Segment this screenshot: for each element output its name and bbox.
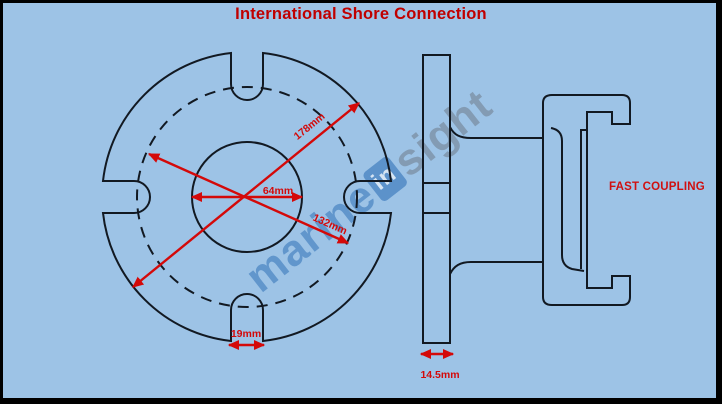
coupling-bore-line	[550, 127, 585, 272]
fast-coupling-label: FAST COUPLING	[609, 181, 705, 193]
dim-arrow-outer-diameter	[132, 102, 360, 288]
dim-label-outer-diameter: 178mm	[292, 111, 328, 143]
neck-top-line	[449, 126, 543, 139]
neck-bottom-line	[449, 261, 543, 275]
flange-side-view: 14.5mm	[419, 54, 543, 381]
coupling-profile	[542, 94, 631, 306]
page-title: International Shore Connection	[235, 5, 487, 23]
coupling-socket-lip-line	[580, 129, 587, 269]
flange-side-outline	[422, 54, 451, 344]
coupling-outline	[542, 94, 631, 306]
dim-label-slot-width: 19mm	[231, 328, 261, 340]
dim-label-outer-diameter-group: 178mm	[292, 111, 328, 143]
dim-label-thickness: 14.5mm	[420, 369, 459, 381]
dim-arrow-bolt-circle	[147, 152, 350, 245]
dim-label-bore: 64mm	[263, 185, 293, 197]
flange-front-view: 178mm 132mm 64mm 19mm	[101, 51, 393, 351]
